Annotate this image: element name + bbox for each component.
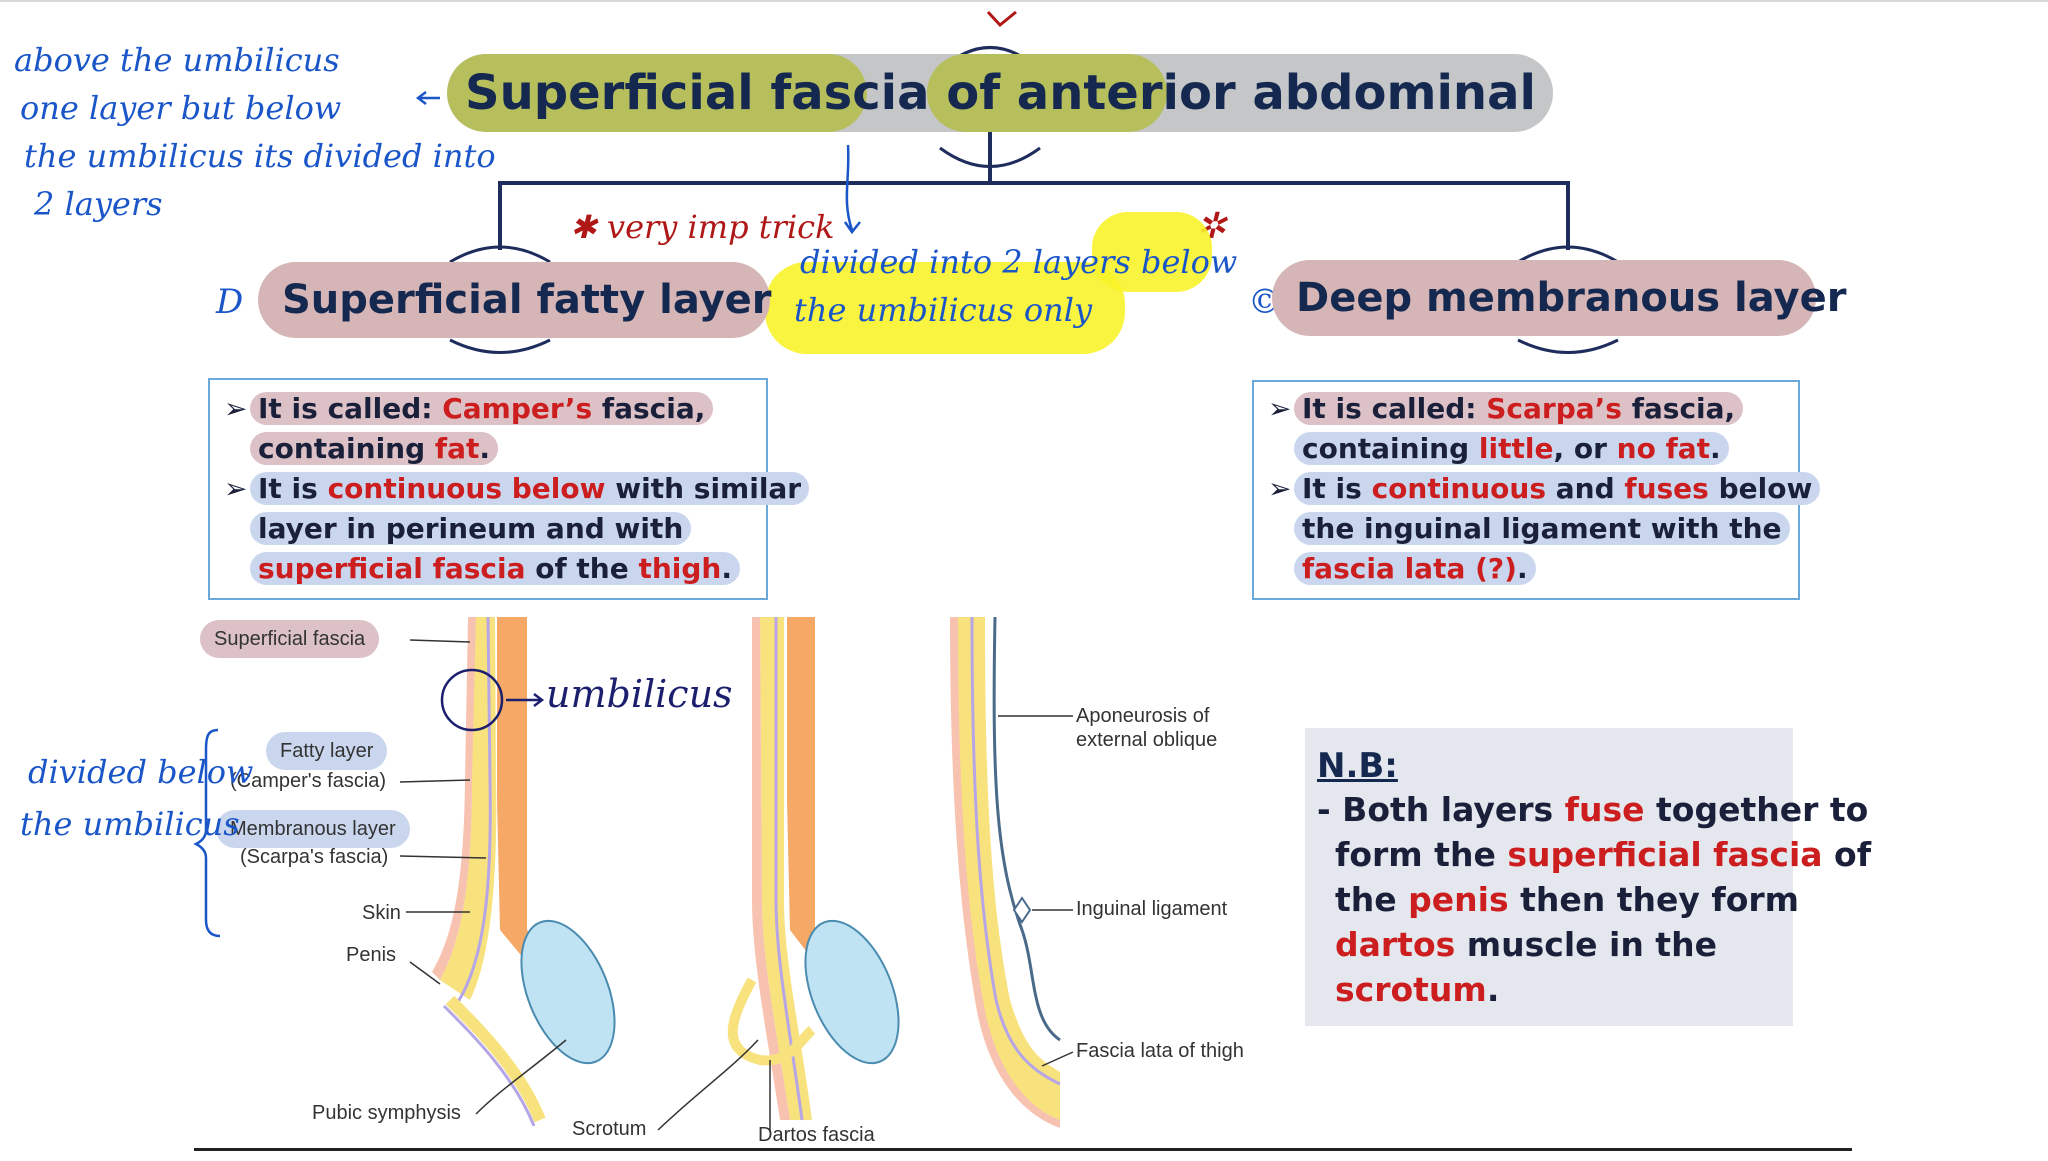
nb-line-1: - Both layers fuse together to [1317,790,1869,829]
note-umbilicus: umbilicus [546,672,733,716]
muscle-2 [787,617,833,960]
note-above-umbilicus: above the umbilicus one layer but below … [14,41,496,223]
nb-line-5: scrotum. [1335,970,1500,1009]
aponeurosis-line-3 [992,616,1061,1042]
arrow-down-icon [843,144,861,235]
scarpas-line-4: the inguinal ligament with the [1294,510,1790,548]
label-fatty-layer: Fatty layer [266,732,388,770]
campers-line-2: containing fat. [250,430,499,468]
yellow-highlight-2 [1092,212,1212,292]
panel-2 [727,617,900,1121]
scarpas-fascia-box: ➢It is called: Scarpa’s fascia, containi… [1252,380,1821,600]
pubic-symphysis-1 [520,919,616,1065]
scrotum-curve-2 [727,977,816,1066]
title-highlight-2 [927,54,1167,132]
campers-line-5: superficial fascia of the thigh. [250,550,740,588]
pubic-tissue-1 [445,995,546,1123]
title-text: Superficial fascia of anterior abdominal… [465,65,1553,121]
note-divided-below: divided below the umbilicus [20,753,254,843]
skin-1 [432,617,476,980]
bullet-arrow-icon: ➢ [224,472,248,505]
pubic-symphysis-2 [804,919,900,1065]
panel-3 [950,616,1061,1128]
scarpas-line-5: fascia lata (?). [1294,550,1536,588]
label-membranous-layer: Membranous layer [216,810,410,848]
arrow-to-title-icon [415,91,440,105]
nb-box: N.B: - Both layers fuse together to form… [1305,728,1871,1026]
arc-right-top [1517,245,1619,264]
nb-title: N.B: [1317,746,1398,786]
campers-line-3: ➢It is continuous below with similar [224,470,810,508]
skin-3 [950,617,1060,1128]
leader-fascia-lata [1041,1051,1074,1067]
membranous-line-1 [456,616,492,1003]
arc-right-bottom [1517,338,1619,354]
bracket-icon [193,728,221,938]
panel-1 [432,616,616,1127]
fat-layer-2 [760,617,812,1120]
label-penis: Penis [346,944,397,966]
campers-line-1: ➢It is called: Camper’s fascia, [224,390,714,428]
label-inguinal-ligament: Inguinal ligament [1076,898,1228,920]
note-divided: divided into 2 layers below the umbilicu… [794,243,1238,329]
label-dartos-fascia: Dartos fascia [758,1124,875,1146]
pubic-tissue-line-1 [442,1004,536,1127]
leader-superficial-fascia [409,639,471,643]
check-mark-icon [986,10,1017,28]
arc-left-top [449,245,551,264]
leader-pubic [475,1039,567,1115]
tree-branch [498,181,1570,250]
label-scarpas-fascia: (Scarpa's fascia) [240,846,389,868]
skin-2 [752,617,790,1120]
deep-membranous-layer-pill: Deep membranous layer [1272,260,1846,336]
umbilicus-circle [440,668,504,732]
inguinal-ligament-3 [1012,896,1032,924]
bottom-rule [194,1148,1852,1151]
label-pubic-symphysis: Pubic symphysis [312,1102,461,1124]
note-trick: ✱ very imp trick [570,208,835,246]
arc-bottom [939,146,1041,168]
membranous-line-2 [774,617,804,1121]
top-rule [0,0,2048,2]
label-superficial-fascia: Superficial fascia [200,620,380,658]
fat-layer-1 [440,617,497,1000]
fat-layer-3 [955,617,1060,1120]
leader-membranous [399,855,487,859]
label-fascia-lata: Fascia lata of thigh [1076,1040,1244,1062]
nb-line-4: dartos muscle in the [1335,925,1717,964]
leader-fatty [399,779,471,783]
yellow-highlight [765,262,1125,354]
page-title: Superficial fascia of anterior abdominal… [447,54,1553,132]
label-skin: Skin [362,902,401,924]
campers-fascia-box: ➢It is called: Camper’s fascia, containi… [208,378,810,600]
scarpas-line-2: containing little, or no fat. [1294,430,1729,468]
membranous-line-3 [970,616,1061,1086]
tree-connectors [415,10,1619,354]
anatomy-diagram [193,616,1074,1132]
label-campers-fascia: (Camper's fascia) [230,770,387,792]
leader-scrotum [657,1039,759,1131]
leader-lines [399,639,1074,1132]
bullet-arrow-icon: ➢ [1268,392,1292,425]
superficial-fatty-layer-pill: Superficial fatty layer [258,262,772,338]
marker-d: D [216,282,244,322]
scarpas-line-1: ➢It is called: Scarpa’s fascia, [1268,390,1744,428]
umbilicus-arrow-icon [506,693,545,707]
title-highlight-1 [447,54,867,132]
leader-penis [409,961,441,985]
bullet-arrow-icon: ➢ [1268,472,1292,505]
label-scrotum: Scrotum [572,1118,647,1140]
bullet-arrow-icon: ➢ [224,392,248,425]
arc-left-bottom [449,338,551,354]
nb-line-2: form the superficial fascia of [1335,835,1872,874]
muscle-1 [497,617,545,960]
campers-line-4: layer in perineum and with [250,510,692,548]
nb-line-3: the penis then they form [1335,880,1800,919]
scarpas-line-3: ➢It is continuous and fuses below [1268,470,1821,508]
